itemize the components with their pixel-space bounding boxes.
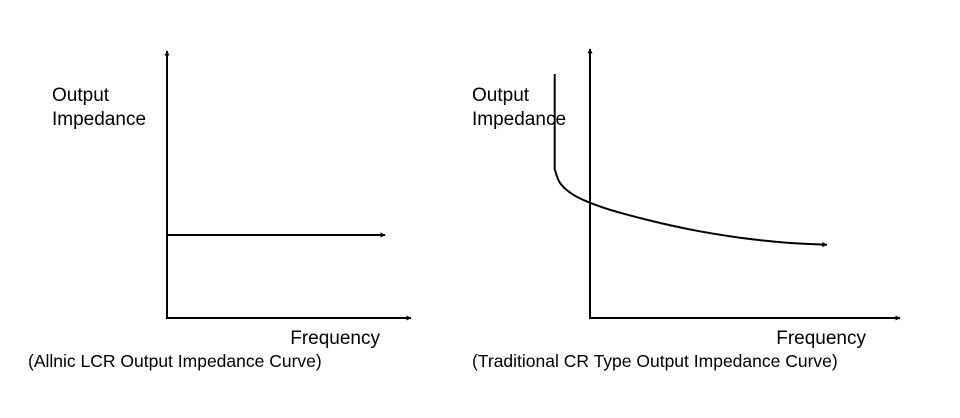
chart-allnic-lcr: Output Impedance Frequency (Allnic LCR O… [28, 50, 412, 371]
y-axis-title-line-1: Output [52, 85, 110, 106]
y-axis-title-line-2: Impedance [472, 109, 566, 130]
x-axis-title: Frequency [290, 328, 380, 349]
x-axis-title: Frequency [776, 328, 866, 349]
series-line-decreasing-impedance [553, 74, 828, 248]
chart-caption: (Allnic LCR Output Impedance Curve) [28, 351, 322, 371]
y-axis-title-line-2: Impedance [52, 109, 146, 130]
chart-caption: (Traditional CR Type Output Impedance Cu… [472, 351, 838, 371]
chart-traditional-cr: Output Impedance Frequency (Traditional … [472, 48, 901, 371]
y-axis-title-line-1: Output [472, 85, 530, 106]
